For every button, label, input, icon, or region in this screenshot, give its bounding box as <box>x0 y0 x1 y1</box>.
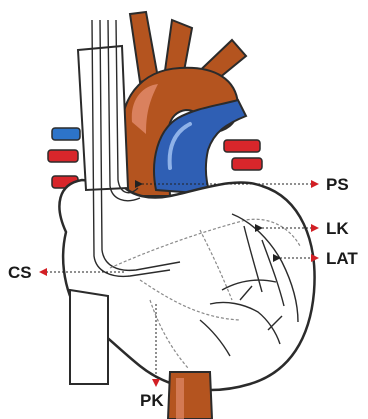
label-pk: PK <box>140 391 164 410</box>
inferior-vena-cava <box>70 290 108 384</box>
superior-vena-cava <box>78 46 128 190</box>
label-ps: PS <box>326 175 349 194</box>
label-lat: LAT <box>326 249 358 268</box>
label-cs: CS <box>8 263 32 282</box>
pulmonary-veins-left <box>48 128 80 188</box>
pulmonary-veins-right <box>224 140 262 170</box>
descending-aorta <box>168 372 212 419</box>
label-lk: LK <box>326 219 349 238</box>
